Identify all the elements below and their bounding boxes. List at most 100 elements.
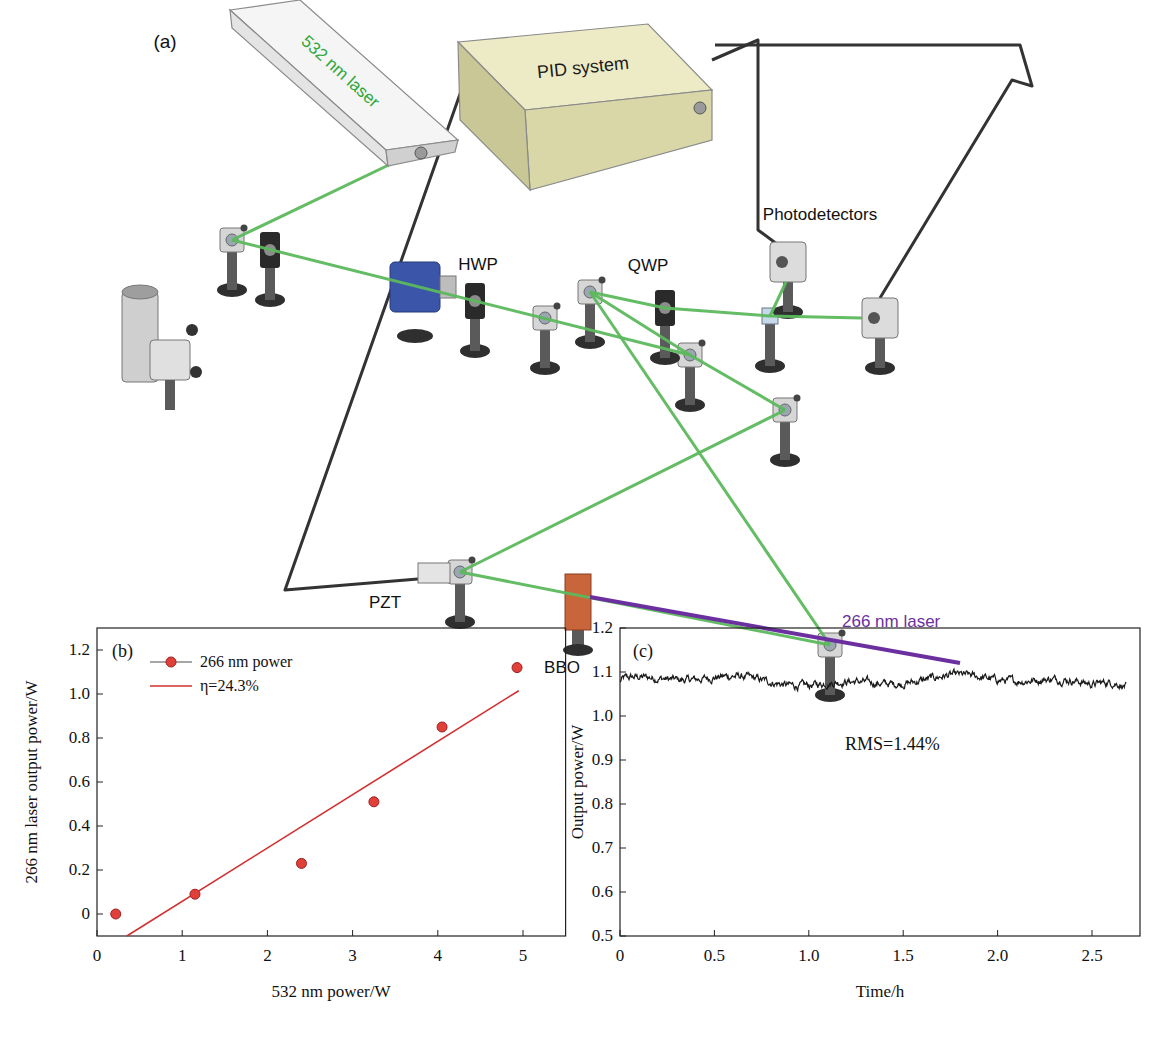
y-tick bbox=[620, 628, 626, 629]
mount-post bbox=[540, 326, 550, 368]
legend-line-sample bbox=[150, 685, 192, 687]
x-tick bbox=[997, 930, 998, 936]
x-tick bbox=[352, 930, 353, 936]
periscope-mount bbox=[150, 340, 190, 380]
box-face bbox=[458, 42, 530, 190]
optic-mount bbox=[650, 290, 680, 365]
optic-mount bbox=[255, 232, 285, 307]
optic-mount bbox=[575, 277, 606, 350]
axis-title: 266 nm laser output power/W bbox=[23, 680, 42, 883]
tick-label: 2.5 bbox=[1081, 947, 1102, 966]
axis-title: Time/h bbox=[856, 983, 905, 1002]
panel-label: (b) bbox=[112, 642, 133, 662]
data-point bbox=[369, 797, 379, 807]
tick-label: 0.6 bbox=[69, 773, 90, 792]
y-tick bbox=[620, 716, 626, 717]
mount-base bbox=[563, 644, 593, 656]
axis-title: Output power/W bbox=[569, 725, 588, 840]
y-tick bbox=[620, 892, 626, 893]
part-label: BBO bbox=[544, 659, 580, 678]
mount-post bbox=[765, 324, 775, 366]
optic-mount bbox=[862, 298, 898, 375]
box-port bbox=[694, 102, 706, 114]
panel-label: (c) bbox=[633, 642, 653, 662]
tick-label: 1.2 bbox=[69, 641, 90, 660]
box-outline bbox=[455, 20, 720, 195]
mount-post bbox=[455, 580, 465, 622]
mirror-knob bbox=[554, 303, 561, 310]
x-tick bbox=[808, 930, 809, 936]
mirror-knob bbox=[469, 557, 476, 564]
x-tick bbox=[714, 930, 715, 936]
detector-window bbox=[868, 312, 880, 324]
green-beam bbox=[590, 292, 830, 645]
tick-label: 0.8 bbox=[69, 729, 90, 748]
optic-mount bbox=[460, 283, 490, 358]
mirror-knob bbox=[794, 395, 801, 402]
periscope-post bbox=[165, 380, 175, 410]
y-tick bbox=[97, 782, 103, 783]
tick-label: 1.1 bbox=[592, 663, 613, 682]
tick-label: 0.9 bbox=[592, 751, 613, 770]
optic-mount bbox=[675, 340, 706, 413]
optic-mount bbox=[530, 303, 561, 376]
part-label: PZT bbox=[369, 594, 401, 613]
x-tick bbox=[903, 930, 904, 936]
y-tick bbox=[620, 936, 626, 937]
chart-c bbox=[620, 628, 1140, 936]
legend-samples bbox=[150, 657, 192, 686]
uv-beam bbox=[590, 597, 960, 663]
mount-post bbox=[685, 363, 695, 405]
tick-label: 1 bbox=[178, 947, 187, 966]
plot-frame bbox=[97, 628, 566, 936]
box-face bbox=[230, 10, 388, 166]
chart-b bbox=[97, 628, 566, 936]
legend-entry: 266 nm power bbox=[200, 653, 292, 671]
x-tick bbox=[97, 930, 98, 936]
box-port bbox=[415, 147, 427, 159]
y-tick bbox=[620, 672, 626, 673]
legend-marker-sample bbox=[166, 657, 176, 667]
part-label: QWP bbox=[628, 257, 669, 276]
tick-label: 0 bbox=[82, 905, 91, 924]
data-point bbox=[111, 909, 121, 919]
optic-mount bbox=[770, 242, 806, 319]
power-trace bbox=[620, 669, 1126, 691]
tick-label: 3 bbox=[348, 947, 357, 966]
y-tick bbox=[97, 914, 103, 915]
tick-label: 2.0 bbox=[987, 947, 1008, 966]
cable bbox=[715, 45, 1032, 298]
green-beam bbox=[590, 292, 862, 318]
tick-label: 1.2 bbox=[592, 619, 613, 638]
y-tick bbox=[97, 650, 103, 651]
data-point bbox=[190, 889, 200, 899]
optical-setup bbox=[122, 40, 1032, 702]
laser-box: 532 nm laser bbox=[228, 0, 460, 170]
tick-label: 1.0 bbox=[798, 947, 819, 966]
tick-label: 0.5 bbox=[592, 927, 613, 946]
tick-label: 0.6 bbox=[592, 883, 613, 902]
tick-label: 0.8 bbox=[592, 795, 613, 814]
part-label: (a) bbox=[153, 32, 176, 53]
data-point bbox=[437, 722, 447, 732]
fit-line bbox=[127, 691, 519, 936]
y-tick bbox=[97, 826, 103, 827]
x-tick bbox=[1092, 930, 1093, 936]
green-beam bbox=[690, 355, 785, 410]
tick-label: 1.0 bbox=[69, 685, 90, 704]
crystal bbox=[565, 574, 591, 630]
y-tick bbox=[620, 760, 626, 761]
part-label: HWP bbox=[458, 256, 498, 275]
x-tick bbox=[523, 930, 524, 936]
y-tick bbox=[97, 694, 103, 695]
part-label: Photodetectors bbox=[763, 206, 877, 225]
periscope-knob bbox=[190, 366, 202, 378]
periscope-knob bbox=[186, 324, 198, 336]
tick-label: 2 bbox=[263, 947, 272, 966]
y-tick bbox=[620, 804, 626, 805]
tick-label: 5 bbox=[519, 947, 528, 966]
tick-label: 0 bbox=[616, 947, 625, 966]
x-tick bbox=[182, 930, 183, 936]
mirror-knob bbox=[241, 225, 248, 232]
tick-label: 1.0 bbox=[592, 707, 613, 726]
